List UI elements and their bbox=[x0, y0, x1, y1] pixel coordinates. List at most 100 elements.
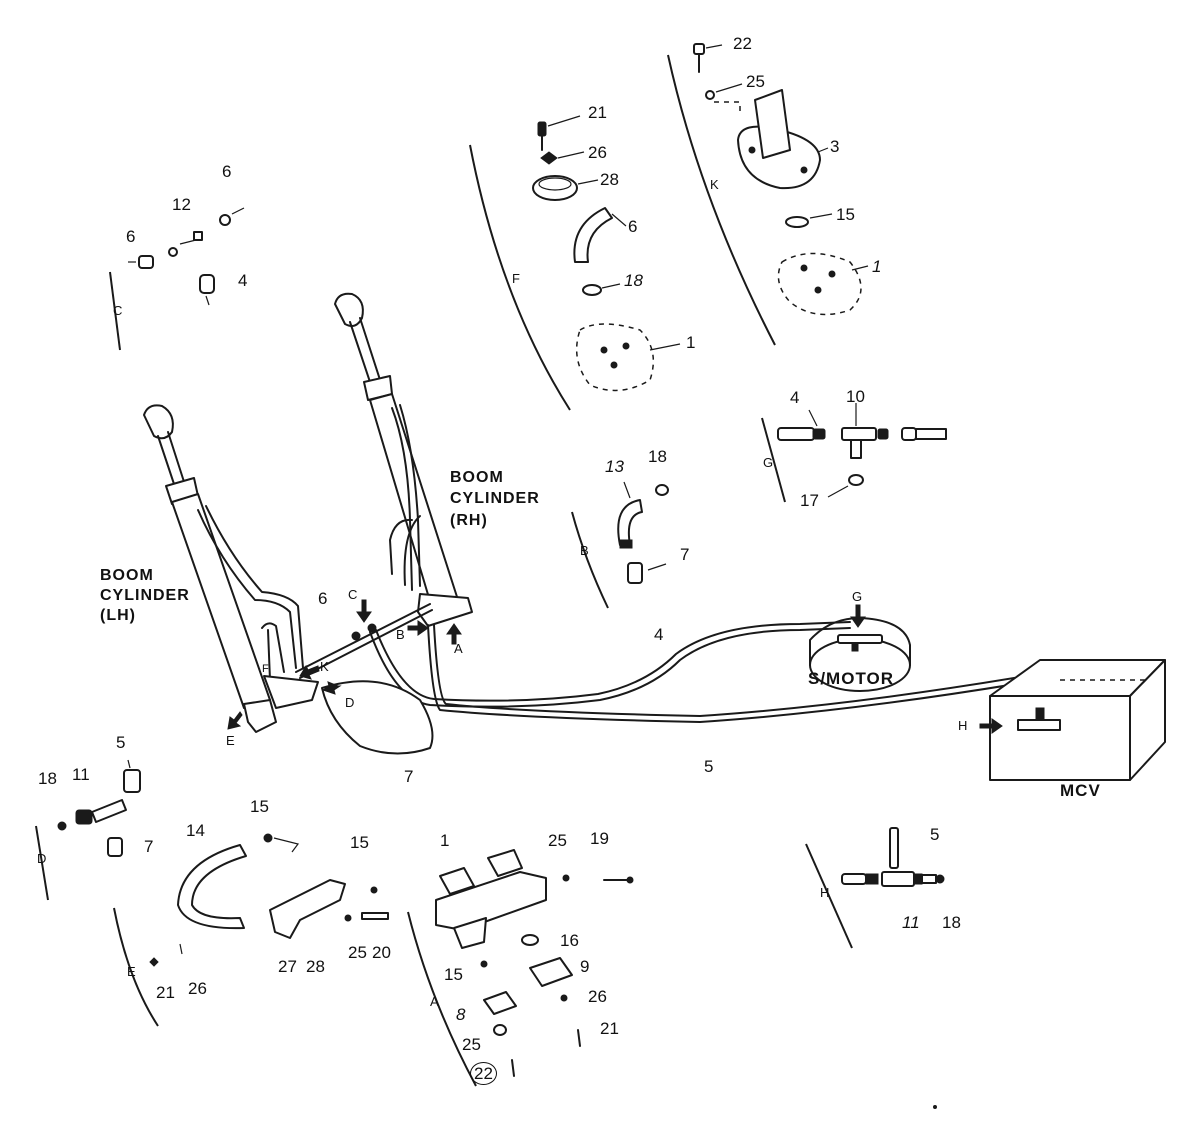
callout-b-13: 13 bbox=[605, 457, 624, 476]
group-d-parts bbox=[57, 759, 141, 857]
callout-e-15a: 15 bbox=[250, 797, 269, 816]
callout-d-11: 11 bbox=[72, 765, 90, 784]
group-letter-f: F bbox=[512, 271, 520, 286]
group-letter-e: E bbox=[127, 964, 136, 979]
callout-d-5: 5 bbox=[116, 733, 126, 752]
callout-a-22: 22 bbox=[470, 1062, 497, 1085]
callout-a-1: 1 bbox=[440, 831, 450, 850]
arrow-letter-b: B bbox=[396, 627, 405, 642]
group-c-parts bbox=[128, 207, 245, 306]
callout-e-21: 21 bbox=[156, 983, 175, 1002]
group-a-bracket bbox=[407, 911, 477, 1087]
arrow-letter-g: G bbox=[852, 589, 863, 604]
callout-k-3: 3 bbox=[830, 137, 840, 156]
callout-c-4: 4 bbox=[238, 271, 248, 290]
boom-cylinder-lh-label-3: (LH) bbox=[100, 607, 136, 624]
group-letter-h: H bbox=[820, 885, 830, 900]
callout-e-15b: 15 bbox=[350, 833, 369, 852]
callout-a-16: 16 bbox=[560, 931, 579, 950]
group-h-parts bbox=[841, 827, 945, 887]
callout-main-6: 6 bbox=[318, 589, 328, 608]
callout-k-15: 15 bbox=[836, 205, 855, 224]
group-letter-k: K bbox=[710, 177, 719, 192]
group-b-bracket bbox=[571, 511, 609, 609]
swing-motor-label: S/MOTOR bbox=[808, 669, 895, 688]
group-e-bracket bbox=[113, 907, 159, 1027]
callout-e-27: 27 bbox=[278, 957, 297, 976]
hose-5 bbox=[427, 624, 1041, 723]
arrow-letter-h: H bbox=[958, 718, 968, 733]
group-letter-b: B bbox=[580, 543, 589, 558]
group-b-parts bbox=[617, 481, 669, 584]
callout-f-21: 21 bbox=[588, 103, 607, 122]
swing-motor bbox=[809, 617, 911, 692]
callout-h-11: 11 bbox=[902, 913, 920, 932]
callout-f-6: 6 bbox=[628, 217, 638, 236]
boom-cylinder-lh bbox=[143, 404, 319, 733]
callout-f-1: 1 bbox=[686, 333, 696, 352]
group-a-parts bbox=[435, 849, 634, 1077]
callout-k-25: 25 bbox=[746, 72, 765, 91]
arrow-letter-k: K bbox=[320, 659, 329, 674]
mcv-label: MCV bbox=[1060, 781, 1101, 800]
callout-e-26: 26 bbox=[188, 979, 207, 998]
callout-main-5: 5 bbox=[704, 757, 714, 776]
callout-c-12: 12 bbox=[172, 195, 191, 214]
group-f-bracket bbox=[469, 144, 571, 411]
callout-c-6b: 6 bbox=[222, 162, 232, 181]
callout-d-18: 18 bbox=[38, 769, 57, 788]
callout-e-20: 20 bbox=[372, 943, 391, 962]
callout-a-25b: 25 bbox=[462, 1035, 481, 1054]
group-f-parts bbox=[532, 115, 681, 392]
callout-b-18: 18 bbox=[648, 447, 667, 466]
callout-a-25a: 25 bbox=[548, 831, 567, 850]
callout-g-17: 17 bbox=[800, 491, 819, 510]
boom-cylinder-lh-label-2: CYLINDER bbox=[100, 587, 190, 604]
callout-a-21: 21 bbox=[600, 1019, 619, 1038]
callout-a-26: 26 bbox=[588, 987, 607, 1006]
group-c-bracket bbox=[109, 271, 121, 351]
callout-g-4: 4 bbox=[790, 388, 800, 407]
callout-c-6a: 6 bbox=[126, 227, 136, 246]
hose-7 bbox=[321, 680, 434, 755]
callout-b-7: 7 bbox=[680, 545, 690, 564]
boom-cylinder-rh-label-2: CYLINDER bbox=[450, 490, 540, 507]
boom-cylinder-rh-label-3: (RH) bbox=[450, 512, 488, 529]
callout-h-18: 18 bbox=[942, 913, 961, 932]
group-letter-g: G bbox=[763, 455, 774, 470]
arrow-letter-c: C bbox=[348, 587, 358, 602]
view-arrows bbox=[227, 599, 1003, 734]
callout-k-1: 1 bbox=[872, 257, 882, 276]
group-g-bracket bbox=[761, 417, 786, 503]
boom-cylinder-rh-label-1: BOOM bbox=[450, 469, 504, 486]
callout-main-7: 7 bbox=[404, 767, 414, 786]
group-k-parts bbox=[693, 43, 869, 316]
group-h-bracket bbox=[805, 843, 853, 949]
arrow-letter-d: D bbox=[345, 695, 355, 710]
callout-e-25: 25 bbox=[348, 943, 367, 962]
boom-cylinder-lh-label-1: BOOM bbox=[100, 567, 154, 584]
group-letter-d: D bbox=[37, 851, 47, 866]
group-k-bracket bbox=[667, 54, 776, 346]
callout-f-18: 18 bbox=[624, 271, 643, 290]
mcv-valve bbox=[989, 659, 1166, 781]
callout-e-14: 14 bbox=[186, 821, 205, 840]
callout-a-15: 15 bbox=[444, 965, 463, 984]
callout-k-22: 22 bbox=[733, 34, 752, 53]
boom-cylinder-rh bbox=[334, 292, 473, 627]
group-g-parts bbox=[777, 403, 947, 498]
arrow-letter-f: F bbox=[262, 663, 269, 675]
callout-e-28: 28 bbox=[306, 957, 325, 976]
callout-a-8: 8 bbox=[456, 1005, 466, 1024]
callout-a-9: 9 bbox=[580, 957, 590, 976]
group-letter-c: C bbox=[113, 303, 123, 318]
group-d-bracket bbox=[35, 825, 49, 901]
callout-h-5: 5 bbox=[930, 825, 940, 844]
callout-f-28: 28 bbox=[600, 170, 619, 189]
group-letter-a: A bbox=[430, 994, 439, 1009]
callout-a-19: 19 bbox=[590, 829, 609, 848]
arrow-letter-a: A bbox=[454, 641, 463, 656]
callout-d-7: 7 bbox=[144, 837, 154, 856]
arrow-letter-e: E bbox=[226, 733, 235, 748]
